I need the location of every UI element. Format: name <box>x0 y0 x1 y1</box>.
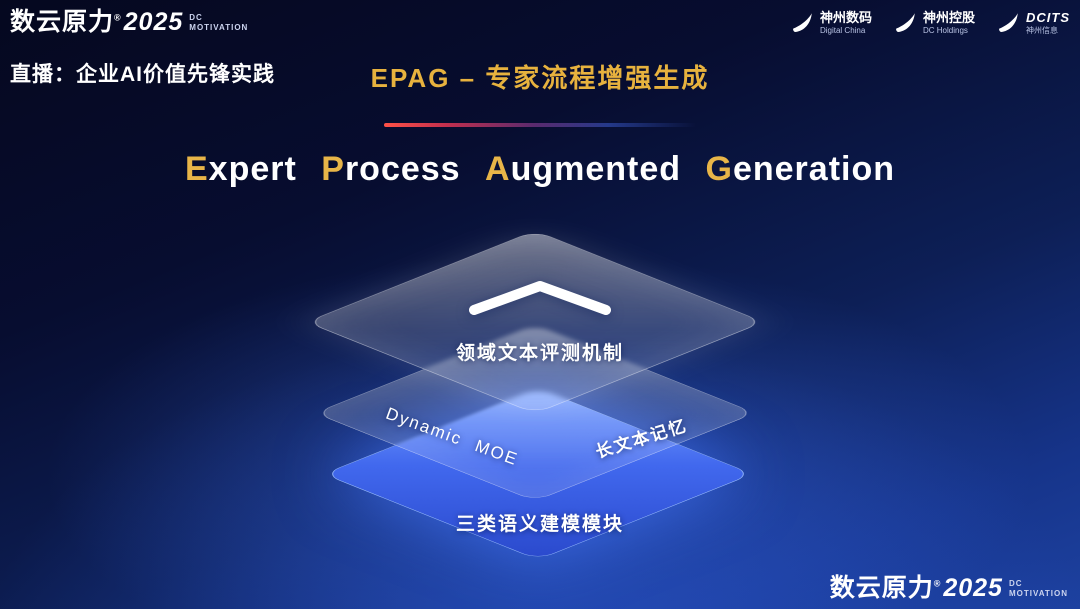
partner-name-cn: 神州信息 <box>1026 25 1058 35</box>
brand-sub-top: DC <box>189 13 203 22</box>
title-word: Generation <box>706 150 896 188</box>
partner-digital-china: 神州数码 Digital China <box>789 10 872 36</box>
partner-name-en: Digital China <box>819 25 866 35</box>
brand-wordmark: 数云原力®2025 <box>10 10 183 35</box>
brand-subtitle: DC MOTIVATION <box>189 10 248 33</box>
partner-name-cn: 神州数码 <box>819 9 872 25</box>
gradient-divider <box>384 123 696 127</box>
brand-name-cn: 数云原力 <box>10 8 115 36</box>
live-stream-label: 直播：企业AI价值先锋实践 <box>10 63 275 86</box>
registered-mark: ® <box>933 578 942 589</box>
main-title: Expert Process Augmented Generation <box>185 150 895 189</box>
title-rest: ugmented <box>510 150 682 188</box>
brand-wordmark: 数云原力®2025 <box>830 576 1003 601</box>
partner-dcits: DCITS 神州信息 <box>995 10 1070 36</box>
title-rest: eneration <box>732 150 896 188</box>
partner-swoosh-icon <box>793 13 812 32</box>
title-initial: P <box>321 150 345 188</box>
layer-label-evaluation: 领域文本评测机制 <box>455 343 625 364</box>
registered-mark: ® <box>114 12 122 23</box>
partner-name-en: DCITS <box>1026 9 1070 25</box>
brand-sub-bottom: MOTIVATION <box>1008 589 1068 598</box>
slide-title: EPAG – 专家流程增强生成 <box>370 63 710 93</box>
partner-name-en: DC Holdings <box>922 25 968 35</box>
title-word: Expert <box>185 150 297 188</box>
layer-label-semantic-modeling: 三类语义建模模块 <box>455 514 625 535</box>
title-word: Augmented <box>485 150 681 188</box>
title-rest: xpert <box>208 150 297 188</box>
brand-sub-top: DC <box>1008 579 1023 588</box>
brand-year: 2025 <box>943 574 1003 602</box>
title-initial: A <box>485 150 511 188</box>
brand-sub-bottom: MOTIVATION <box>189 23 249 32</box>
partner-swoosh-icon <box>999 13 1018 32</box>
partner-name-cn: 神州控股 <box>922 9 975 25</box>
partner-logos: 神州数码 Digital China 神州控股 DC Holdings DCIT… <box>789 10 1070 36</box>
brand-logo-bottom-right: 数云原力®2025 DC MOTIVATION <box>830 576 1068 601</box>
brand-subtitle: DC MOTIVATION <box>1009 576 1068 599</box>
partner-swoosh-icon <box>896 13 915 32</box>
title-rest: rocess <box>344 150 461 188</box>
layer-top-evaluation <box>305 230 765 414</box>
brand-year: 2025 <box>123 8 184 36</box>
title-initial: G <box>705 150 733 188</box>
brand-name-cn: 数云原力 <box>829 574 934 602</box>
title-initial: E <box>184 150 209 188</box>
brand-logo-top-left: 数云原力®2025 DC MOTIVATION <box>10 10 248 35</box>
partner-dc-holdings: 神州控股 DC Holdings <box>892 10 975 36</box>
chevron-up-icon <box>469 281 611 315</box>
title-word: Process <box>321 150 460 188</box>
